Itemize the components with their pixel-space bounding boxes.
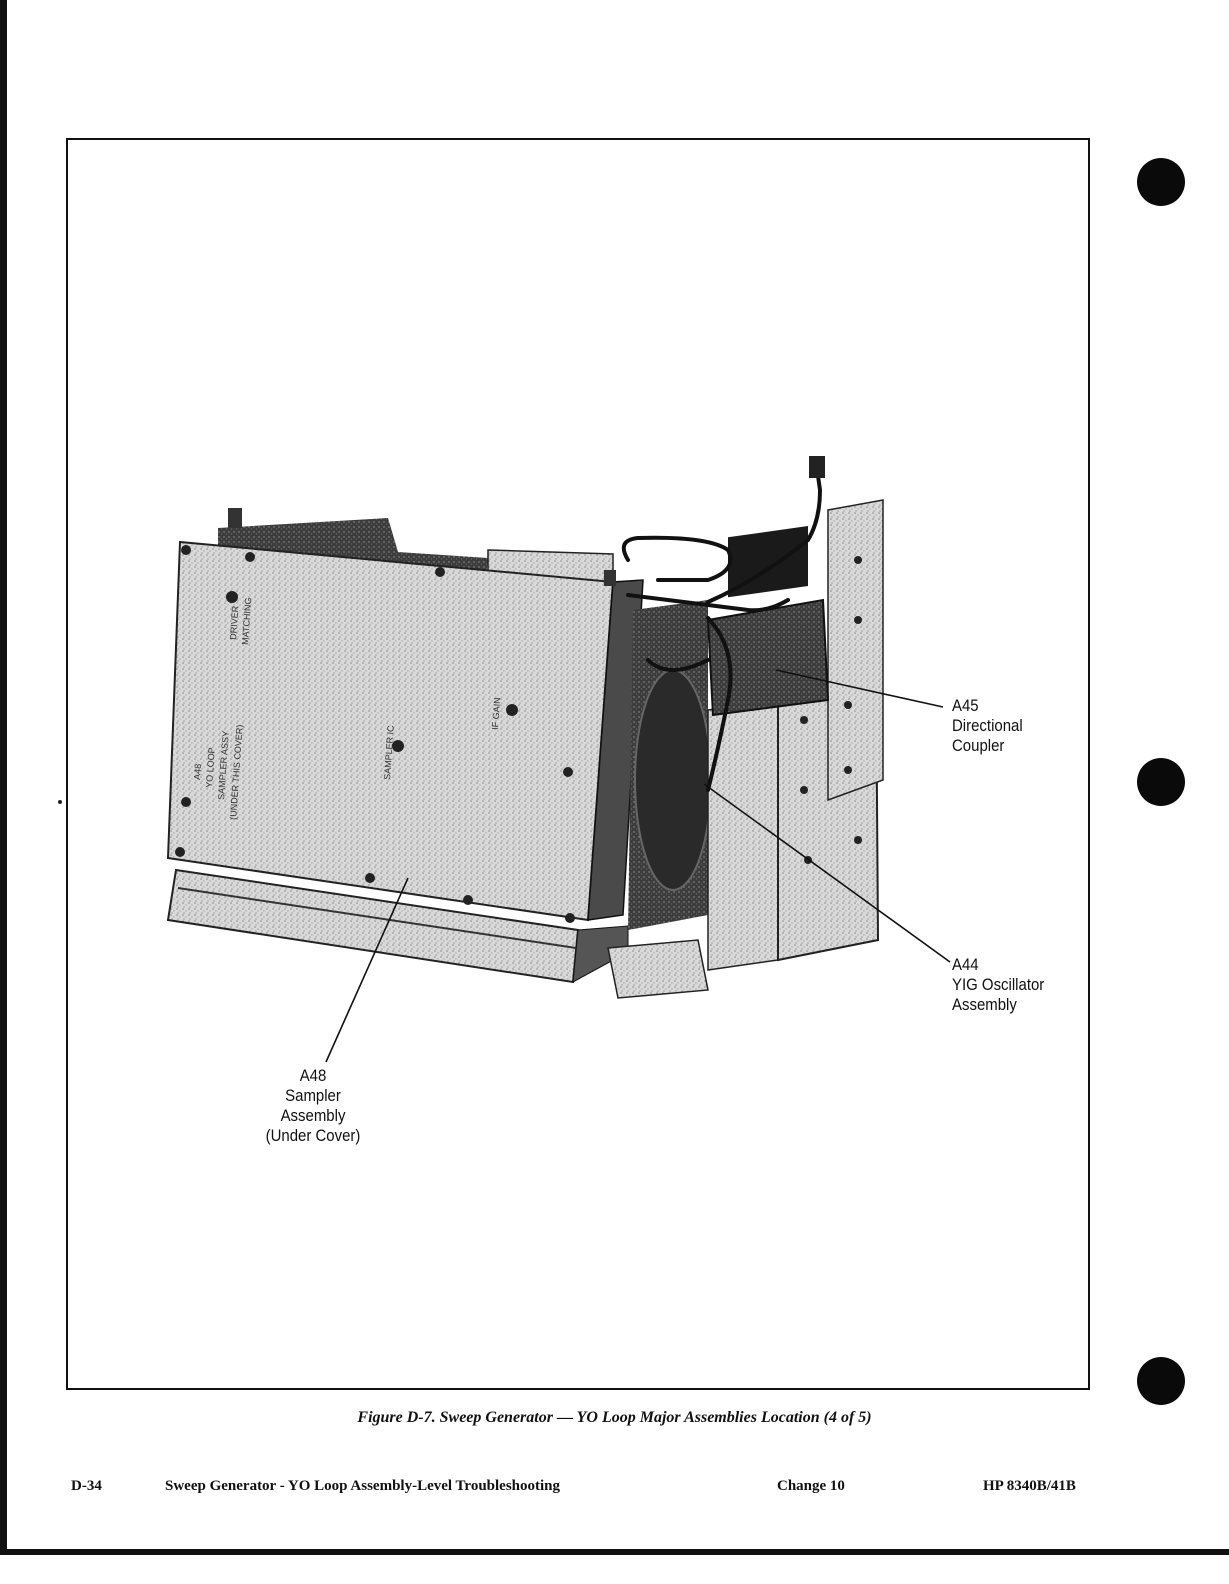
rear-plate [827, 499, 884, 802]
marking-driver: DRIVER [228, 605, 240, 640]
callout-a48: A48 Sampler Assembly (Under Cover) [260, 1066, 366, 1146]
callout-a44-ref: A44 [952, 955, 979, 974]
footer-section-title: Sweep Generator - YO Loop Assembly-Level… [165, 1478, 561, 1494]
callout-a48-ref: A48 [299, 1066, 327, 1085]
rail-bracket [607, 939, 709, 999]
callout-a48-line2: Assembly [280, 1106, 346, 1125]
figure-frame: DRIVER MATCHING A48 YO LOOP SAMPLER ASSY… [66, 138, 1090, 1390]
callout-a45-line2: Coupler [952, 736, 1005, 755]
callout-a44-line2: Assembly [952, 995, 1017, 1014]
callout-a45: A45 Directional Coupler [952, 696, 1023, 756]
marking-matching: MATCHING [240, 597, 253, 645]
mid-stud [604, 570, 616, 586]
left-margin-rule [0, 0, 7, 1550]
marking-a48: A48 [192, 763, 203, 780]
marking-sampler-ic: SAMPLER IC [382, 725, 396, 781]
footer-change: Change 10 [777, 1478, 845, 1494]
marking-yo-loop: YO LOOP [204, 747, 217, 788]
callout-a48-line3: (Under Cover) [265, 1126, 361, 1145]
leader-a44 [703, 783, 951, 963]
marking-if-gain: IF GAIN [490, 697, 502, 730]
leader-a48 [325, 877, 409, 1063]
binder-hole-top [1137, 158, 1185, 206]
callout-a48-line1: Sampler [285, 1086, 341, 1105]
top-stud [228, 508, 242, 528]
callout-a44-line1: YIG Oscillator [952, 975, 1045, 994]
callout-a45-ref: A45 [952, 696, 979, 715]
callout-a44: A44 YIG Oscillator Assembly [952, 955, 1044, 1015]
footer-page-number: D-34 [71, 1478, 102, 1494]
cover-side-face [587, 579, 644, 921]
binder-hole-bottom [1137, 1357, 1185, 1405]
panel-screws [175, 545, 575, 923]
leader-a45 [775, 669, 944, 708]
semi-rigid-cables [621, 460, 823, 792]
marking-sampler-assy: SAMPLER ASSY [216, 731, 231, 801]
footer-model: HP 8340B/41B [983, 1478, 1076, 1494]
yig-oscillator-cylinder [634, 669, 712, 891]
callout-a45-line1: Directional [952, 716, 1023, 735]
binder-hole-middle [1137, 758, 1185, 806]
cable-connector-top [809, 456, 825, 478]
directional-coupler-block [706, 598, 830, 717]
assembly-photo: DRIVER MATCHING A48 YO LOOP SAMPLER ASSY… [166, 456, 951, 1063]
stray-mark [58, 800, 62, 804]
bottom-margin-rule [0, 1549, 1229, 1555]
figure-caption: Figure D-7. Sweep Generator — YO Loop Ma… [357, 1409, 872, 1426]
